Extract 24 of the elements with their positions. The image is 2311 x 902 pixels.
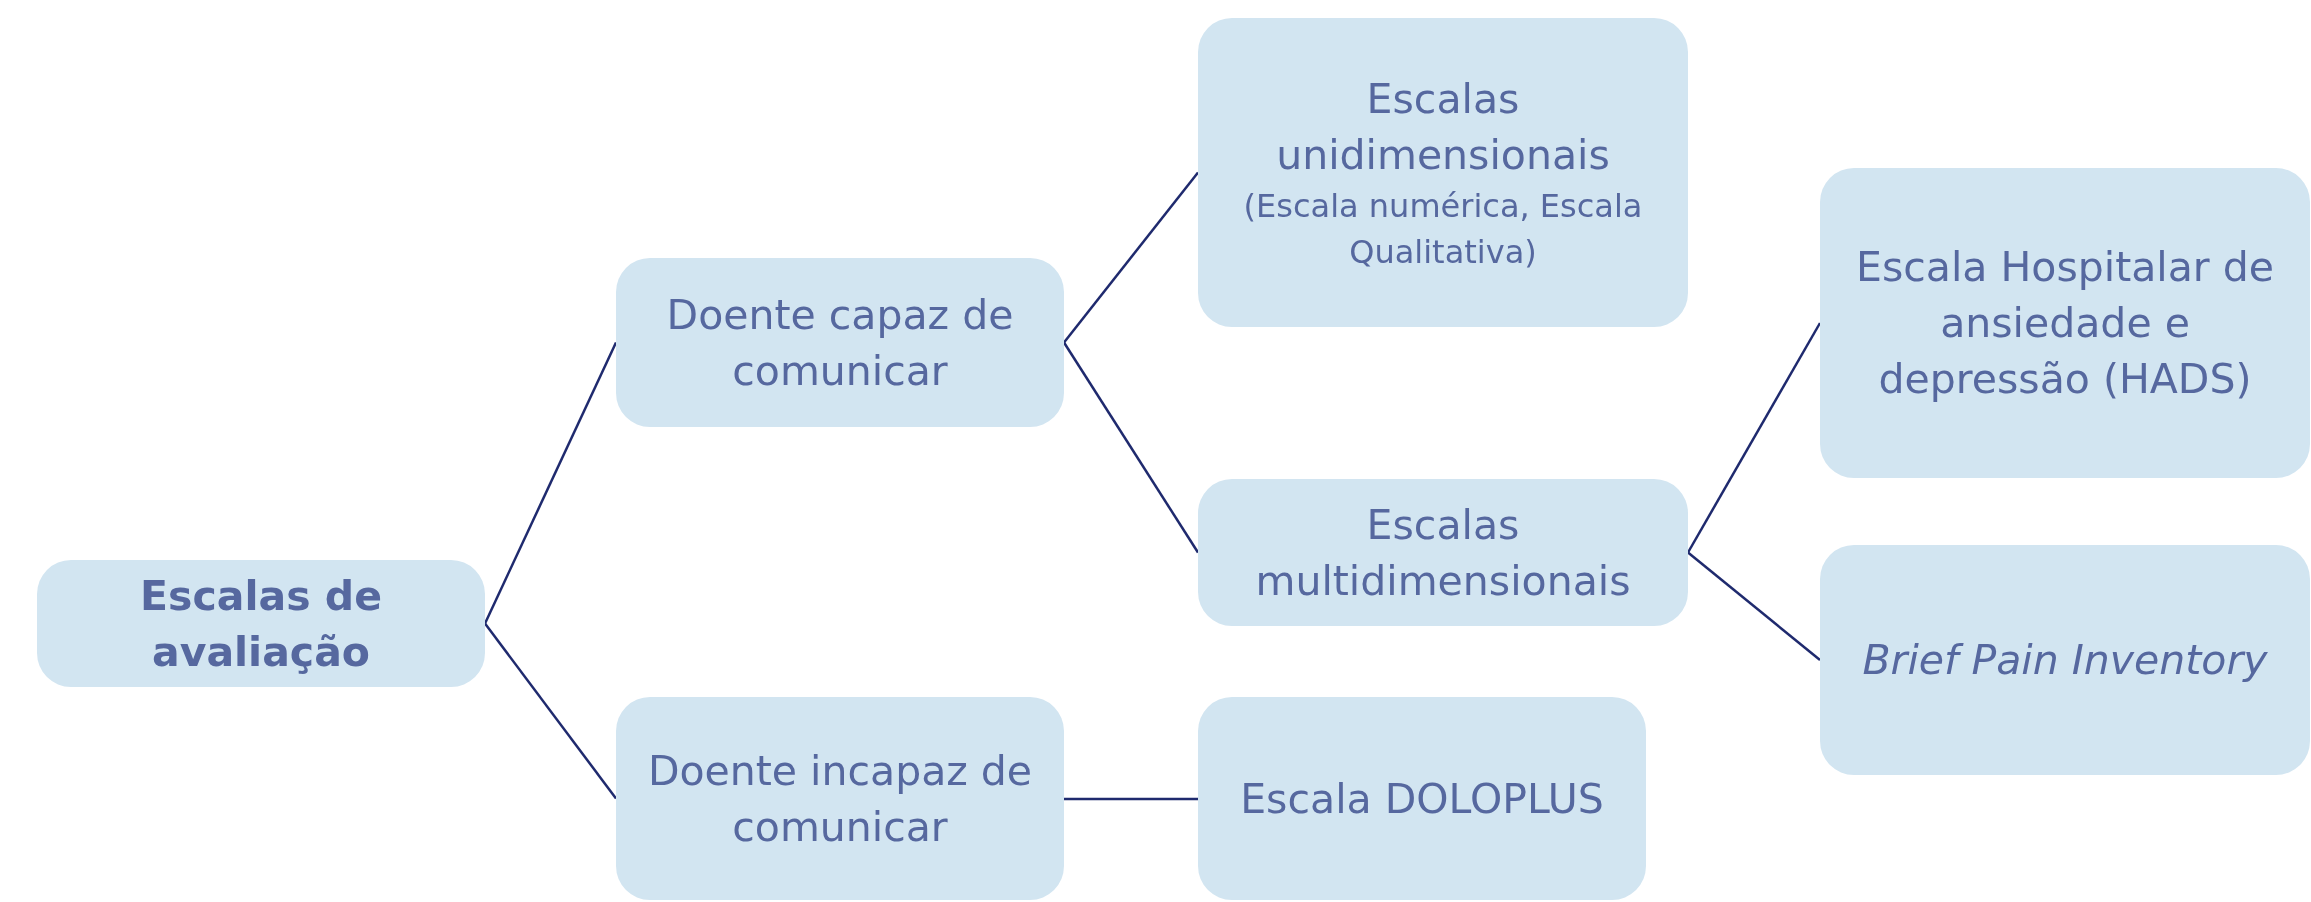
connector-line — [1064, 797, 1198, 801]
connector-line — [484, 622, 617, 800]
box-note: (Escala numérica, Escala Qualitativa) — [1242, 185, 1644, 273]
box-label: Escala Hospitalar de ansiedade e depressão (HADS) — [1855, 242, 2275, 405]
box-label: Doente incapaz de comunicar — [646, 745, 1034, 853]
box-label: Escalas de avaliação — [139, 570, 383, 678]
connector-line — [483, 341, 618, 625]
category-box — [616, 258, 1064, 427]
scale-box — [1820, 168, 2310, 478]
category-box — [37, 560, 485, 687]
scale-box — [1820, 545, 2310, 775]
connector-line — [1687, 551, 1821, 661]
scale-box — [1198, 479, 1688, 626]
connector-line — [1063, 171, 1199, 344]
connector-line — [1686, 322, 1822, 554]
scale-box — [1198, 697, 1646, 900]
connector-line — [1062, 341, 1200, 554]
box-label: Escalas unidimensionais — [1275, 73, 1611, 181]
box-label: Brief Pain Inventory — [1862, 635, 2268, 686]
scale-box — [1198, 18, 1688, 327]
box-label: Doente capaz de comunicar — [665, 289, 1015, 397]
category-box — [616, 697, 1064, 900]
box-label: Escalas multidimensionais — [1254, 499, 1632, 607]
box-label: Escala DOLOPLUS — [1240, 773, 1604, 825]
